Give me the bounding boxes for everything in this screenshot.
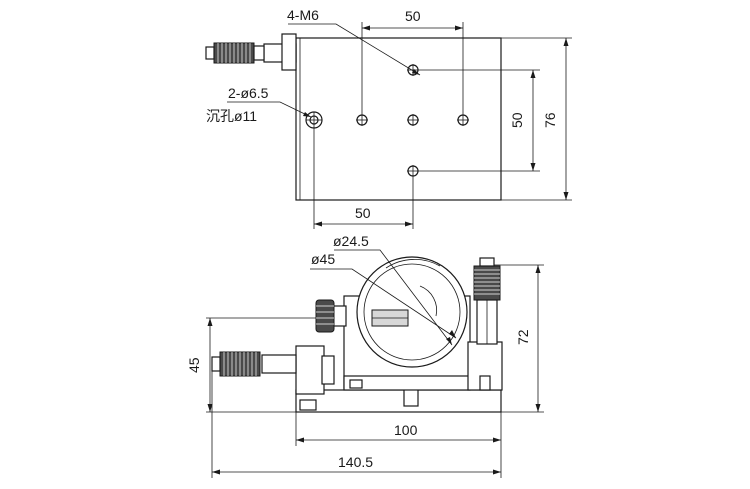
dia-small-leader: [334, 249, 453, 346]
hole-leader: [227, 101, 312, 118]
front-dim-45-label: 45: [186, 357, 202, 373]
top-dim-right-outer: [501, 37, 572, 201]
top-dim-bottom-label: 50: [355, 205, 371, 221]
front-dim-72: [494, 264, 544, 413]
top-dim-bottom: [313, 128, 414, 229]
top-dim-right-inner: [419, 69, 540, 172]
top-holes: [305, 64, 469, 177]
top-micrometer: [205, 33, 297, 71]
front-dim-140: [211, 371, 502, 478]
front-dim-45: [206, 317, 316, 413]
front-base: [295, 389, 502, 413]
dia-large-label: ø45: [311, 251, 335, 267]
front-dim-100-label: 100: [394, 422, 418, 438]
front-view: ø24.5 ø45 45 72 100: [186, 233, 544, 478]
front-dim-100: [295, 412, 502, 446]
rotary-disc: [356, 256, 468, 368]
top-view: 50 4-M6 2-ø6.5 沉孔ø11 50 50: [205, 7, 572, 229]
front-dim-72-label: 72: [515, 329, 531, 345]
hole-callout-1: 2-ø6.5: [228, 85, 269, 101]
thread-leader: [288, 23, 421, 76]
top-dim-right-outer-label: 76: [542, 112, 558, 128]
dia-small-label: ø24.5: [333, 233, 369, 249]
front-micrometer: [211, 345, 335, 395]
dia-large-leader: [310, 268, 457, 339]
top-dim-50-label: 50: [405, 8, 421, 24]
hole-callout-2: 沉孔ø11: [206, 108, 257, 124]
right-micrometer: [473, 257, 501, 345]
top-dim-50: [361, 22, 464, 114]
lock-knob: [315, 299, 347, 333]
top-dim-right-inner-label: 50: [509, 112, 525, 128]
top-plate: [295, 37, 502, 201]
front-dim-140-label: 140.5: [338, 454, 373, 470]
thread-callout: 4-M6: [287, 7, 319, 23]
